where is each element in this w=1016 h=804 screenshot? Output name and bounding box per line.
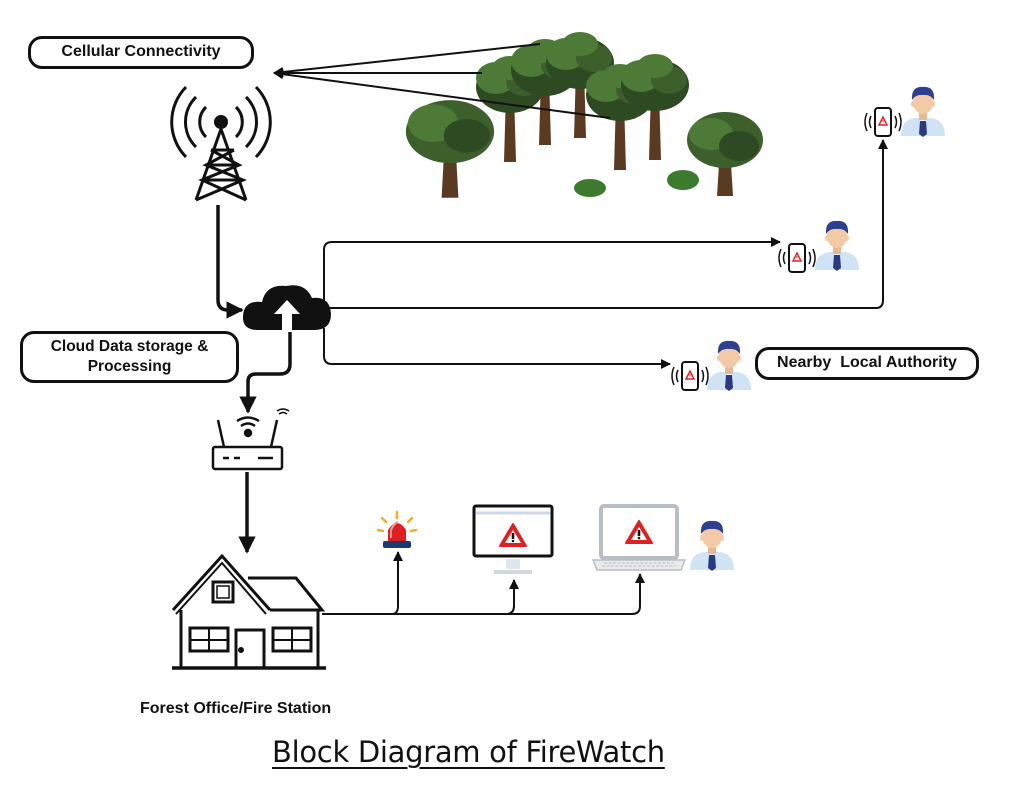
phone-alert-icon [671,361,709,391]
cloud-to-router-connector [239,332,292,414]
cell-tower-icon [170,85,272,202]
monitor-alert-icon [472,504,554,574]
office-to-devices-connectors [322,551,645,615]
cloud-storage-label: Cloud Data storage & Processing [20,331,239,383]
wifi-router-icon [211,408,290,471]
person-icon [815,220,859,271]
person-icon [901,86,945,137]
diagram-title: Block Diagram of FireWatch [272,735,665,769]
forest-office-label: Forest Office/Fire Station [140,700,332,717]
alarm-siren-icon [376,510,418,548]
forest-trees-icon [405,32,763,198]
forest-to-tower-arrows [273,43,611,119]
laptop-alert-icon [591,504,687,571]
fire-station-house-icon [171,553,326,670]
phone-alert-icon [778,243,816,273]
phone-alert-icon [864,107,902,137]
cellular-connectivity-label: Cellular Connectivity [28,36,254,69]
nearby-local-authority-label: Nearby Local Authority [755,347,979,380]
person-icon [707,340,751,391]
cloud-to-users-connectors [323,139,888,369]
tower-to-cloud-connector [216,205,244,319]
cloud-upload-icon [242,285,331,330]
person-icon [690,520,734,571]
